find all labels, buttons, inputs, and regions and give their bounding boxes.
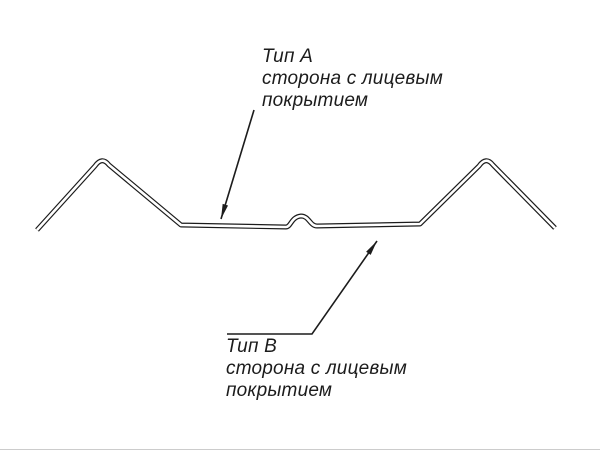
- callout-type-b-line1: сторона с лицевым: [226, 358, 407, 379]
- callout-type-a-title: Тип А: [262, 46, 313, 67]
- leader-line-type-a: [220, 109, 255, 220]
- leader-line-type-b: [227, 240, 378, 335]
- callout-type-a: Тип А сторона с лицевым покрытием: [262, 46, 443, 112]
- callout-type-b-title: Тип В: [226, 336, 277, 357]
- callout-type-a-line2: покрытием: [262, 90, 369, 111]
- callout-type-b-line2: покрытием: [226, 380, 333, 401]
- callout-type-a-line1: сторона с лицевым: [262, 68, 443, 89]
- profile-outline-inner: [36, 159, 556, 231]
- callout-type-b: Тип В сторона с лицевым покрытием: [226, 336, 407, 402]
